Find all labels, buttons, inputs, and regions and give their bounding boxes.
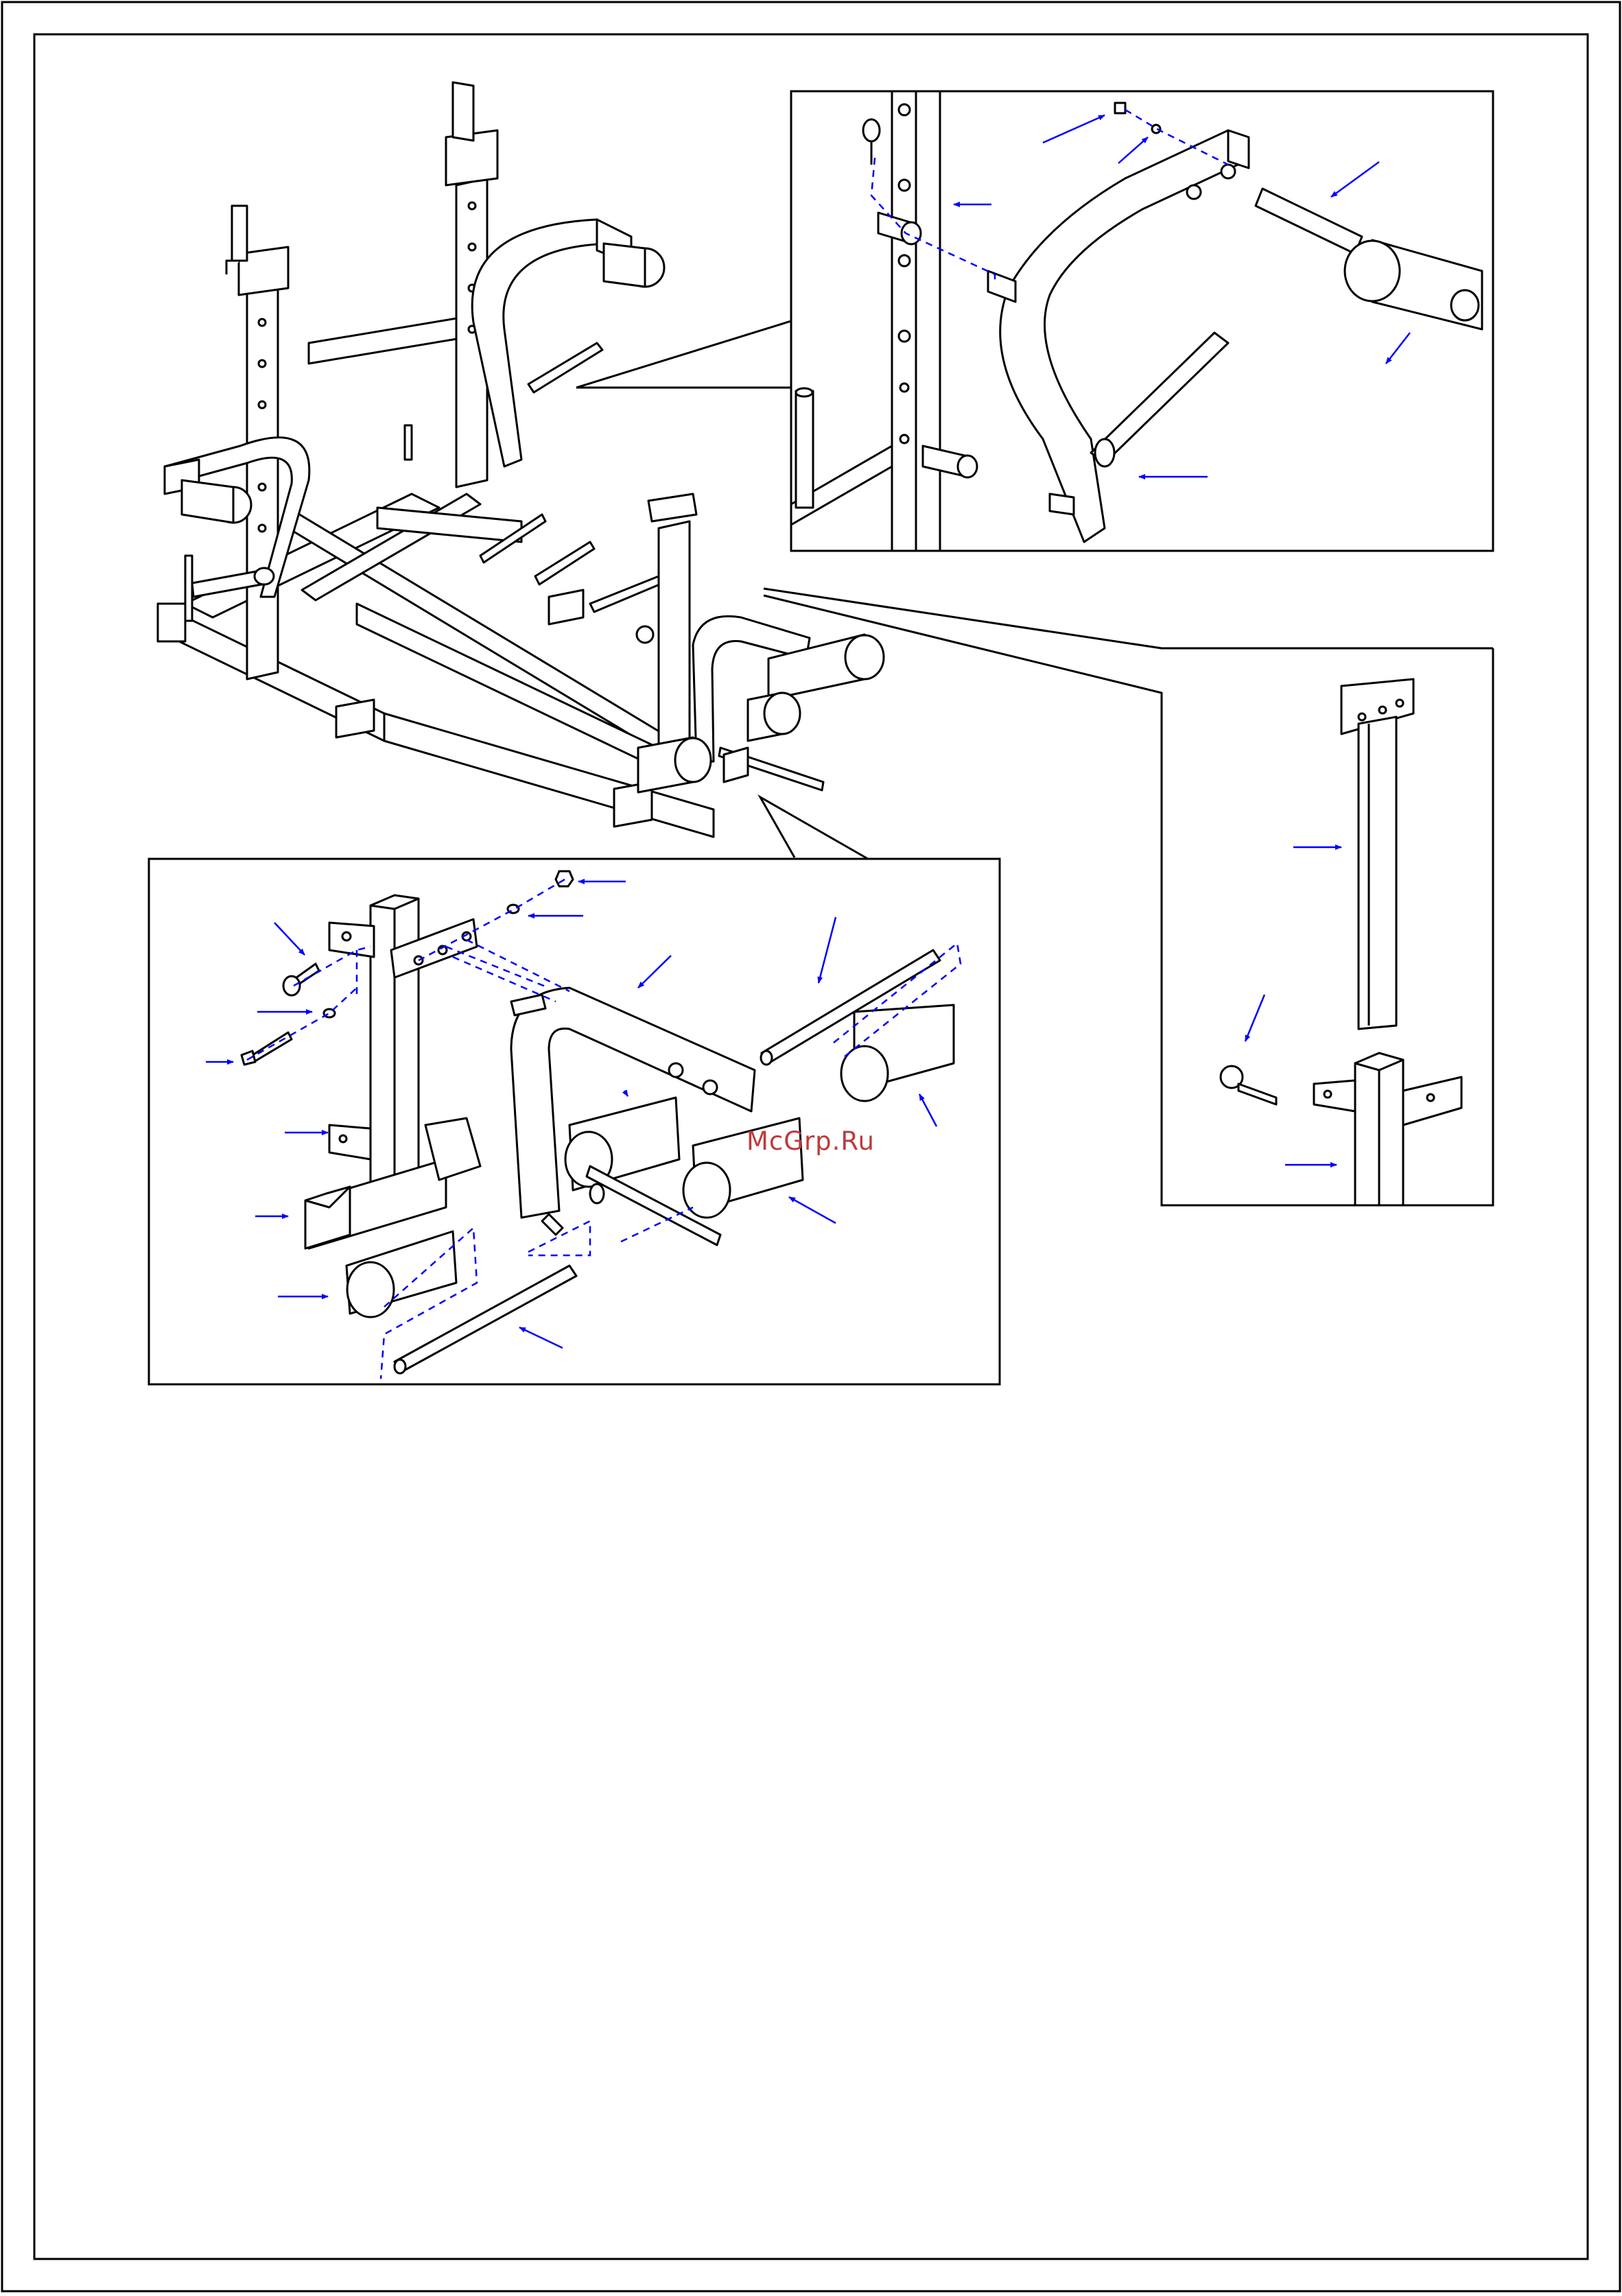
upper-right-detail bbox=[576, 91, 1493, 551]
lower-left-leader bbox=[760, 797, 868, 859]
lower-left-detail bbox=[149, 797, 1000, 1384]
upper-right-leader bbox=[576, 321, 791, 388]
watermark-text: McGrp.Ru bbox=[747, 1126, 875, 1156]
main-assembly-view bbox=[158, 82, 884, 837]
lower-left-detail-frame bbox=[149, 859, 1000, 1384]
